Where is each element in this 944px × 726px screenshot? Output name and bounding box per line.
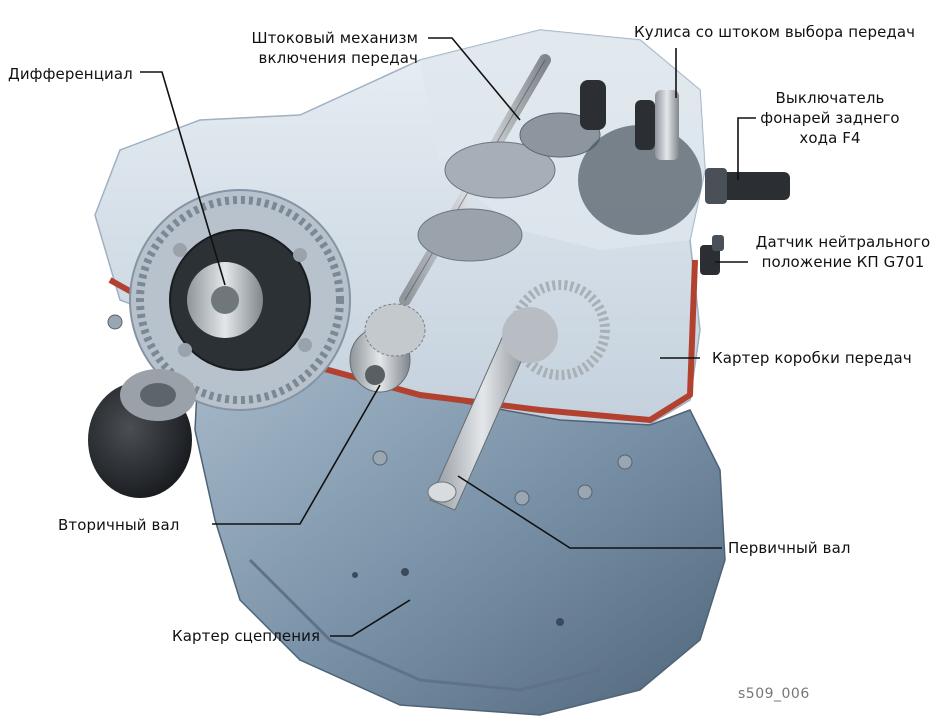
label-output-shaft: Вторичный вал [58, 516, 180, 534]
label-clutch-housing: Картер сцепления [172, 627, 321, 645]
gate-mechanism-shape [578, 80, 702, 235]
differential-shape [129, 189, 351, 411]
drive-flange-shape [88, 369, 196, 498]
label-differential: Дифференциал [8, 65, 133, 83]
clutch-housing-shape [194, 328, 726, 716]
reverse-switch-shape [705, 168, 790, 204]
label-gate-rod: Кулиса со штоком выбора передач [634, 23, 916, 41]
label-reverse-switch: Выключатель фонарей заднего хода F4 [760, 89, 900, 147]
output-shaft-shape [349, 303, 426, 393]
input-shaft-shape [427, 280, 610, 511]
housing-bolts [107, 314, 633, 506]
shift-mechanism-shape [399, 54, 601, 306]
label-neutral-sensor: Датчик нейтрального положение КП G701 [755, 233, 931, 271]
label-gearbox-housing: Картер коробки передач [712, 349, 912, 367]
figure-id: s509_006 [738, 686, 810, 702]
label-shift-mechanism: Штоковый механизм включения передач [251, 29, 418, 67]
leader-lines [140, 37, 756, 637]
label-input-shaft: Первичный вал [728, 539, 851, 557]
neutral-sensor-shape [700, 235, 724, 275]
